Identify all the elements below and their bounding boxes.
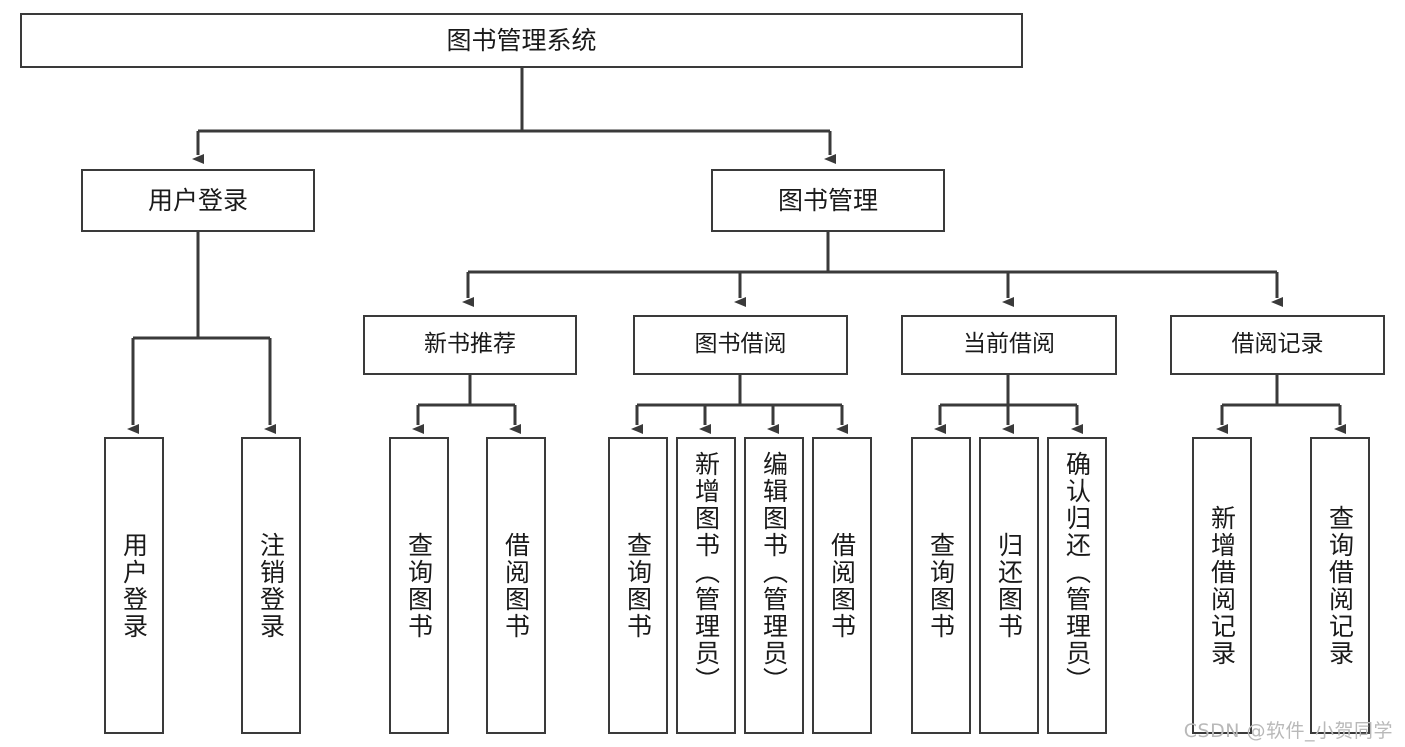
node-leaf-bo-query-book-label: 查询图书 bbox=[623, 531, 653, 640]
node-leaf-logout[interactable]: 注销登录 bbox=[241, 437, 301, 734]
node-current-borrow-label: 当前借阅 bbox=[963, 331, 1055, 358]
node-leaf-bo-add-book-label: 新增图书（管理员） bbox=[691, 451, 721, 694]
node-leaf-logout-label: 注销登录 bbox=[256, 531, 286, 640]
node-leaf-nb-borrow-book-label: 借阅图书 bbox=[501, 531, 531, 640]
node-borrow-records-label: 借阅记录 bbox=[1231, 331, 1324, 358]
node-leaf-cu-return-book[interactable]: 归还图书 bbox=[979, 437, 1039, 734]
node-root-label: 图书管理系统 bbox=[446, 25, 597, 55]
node-leaf-nb-borrow-book[interactable]: 借阅图书 bbox=[486, 437, 546, 734]
node-leaf-nb-query-book-label: 查询图书 bbox=[404, 531, 434, 640]
node-leaf-bo-borrow-book-label: 借阅图书 bbox=[827, 531, 857, 640]
node-leaf-user-login[interactable]: 用户登录 bbox=[104, 437, 164, 734]
node-book-management[interactable]: 图书管理 bbox=[711, 169, 945, 232]
node-leaf-bo-query-book[interactable]: 查询图书 bbox=[608, 437, 668, 734]
node-leaf-bo-add-book[interactable]: 新增图书（管理员） bbox=[676, 437, 736, 734]
node-leaf-re-query-record[interactable]: 查询借阅记录 bbox=[1310, 437, 1370, 734]
node-borrow-records[interactable]: 借阅记录 bbox=[1170, 315, 1385, 375]
node-leaf-cu-return-book-label: 归还图书 bbox=[994, 531, 1024, 640]
node-leaf-cu-query-book-label: 查询图书 bbox=[926, 531, 956, 640]
node-current-borrow[interactable]: 当前借阅 bbox=[901, 315, 1117, 375]
node-new-book-recommend[interactable]: 新书推荐 bbox=[363, 315, 577, 375]
node-leaf-bo-edit-book[interactable]: 编辑图书（管理员） bbox=[744, 437, 804, 734]
node-user-login-label: 用户登录 bbox=[147, 185, 248, 215]
node-book-borrow[interactable]: 图书借阅 bbox=[633, 315, 848, 375]
node-root[interactable]: 图书管理系统 bbox=[20, 13, 1023, 68]
node-leaf-user-login-label: 用户登录 bbox=[119, 531, 149, 640]
node-leaf-bo-borrow-book[interactable]: 借阅图书 bbox=[812, 437, 872, 734]
node-leaf-bo-edit-book-label: 编辑图书（管理员） bbox=[759, 451, 789, 694]
node-leaf-re-add-record-label: 新增借阅记录 bbox=[1207, 504, 1237, 667]
node-user-login[interactable]: 用户登录 bbox=[81, 169, 315, 232]
node-leaf-cu-confirm-return-label: 确认归还（管理员） bbox=[1062, 451, 1092, 694]
node-book-borrow-label: 图书借阅 bbox=[694, 331, 787, 358]
node-book-management-label: 图书管理 bbox=[777, 185, 878, 215]
node-leaf-re-add-record[interactable]: 新增借阅记录 bbox=[1192, 437, 1252, 734]
node-leaf-nb-query-book[interactable]: 查询图书 bbox=[389, 437, 449, 734]
node-leaf-re-query-record-label: 查询借阅记录 bbox=[1325, 504, 1355, 667]
node-leaf-cu-confirm-return[interactable]: 确认归还（管理员） bbox=[1047, 437, 1107, 734]
csdn-watermark: CSDN @软件_小贺同学 bbox=[1183, 720, 1393, 742]
node-leaf-cu-query-book[interactable]: 查询图书 bbox=[911, 437, 971, 734]
node-new-book-recommend-label: 新书推荐 bbox=[424, 331, 516, 358]
